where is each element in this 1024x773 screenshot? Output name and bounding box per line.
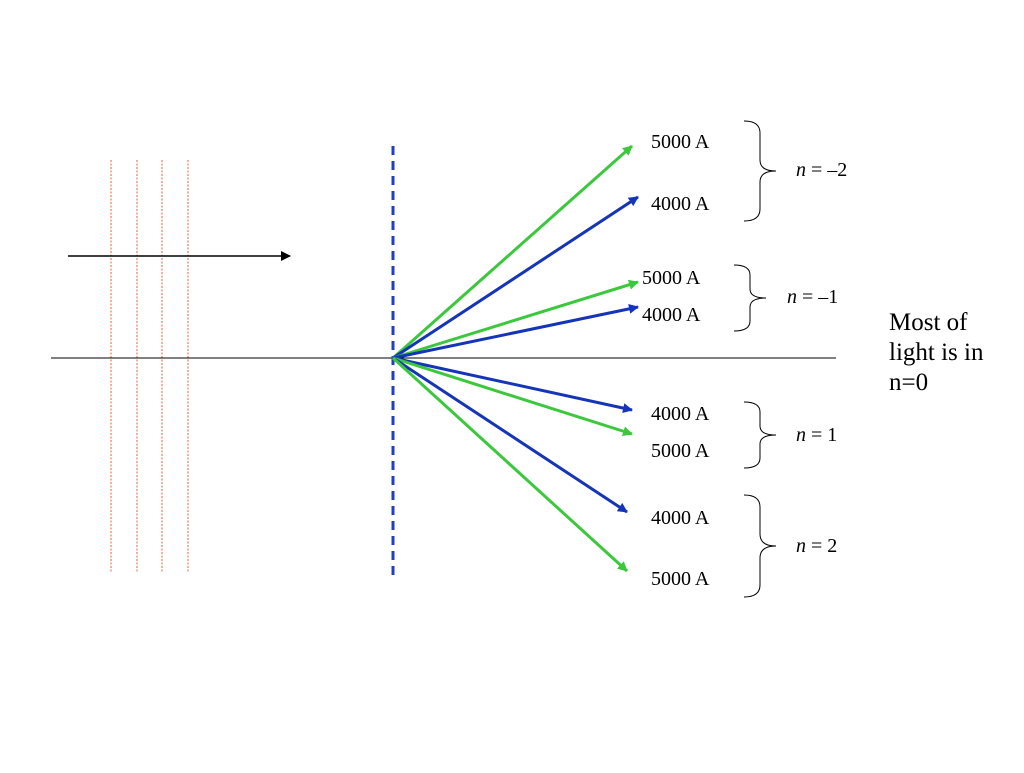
wavelength-label: 5000 A [651,131,710,153]
note-line: Most of [889,309,968,336]
zero-order-note: Most of light is in n=0 [889,308,1019,398]
ray-5000-n-2 [391,356,629,573]
order-labels: n = –2 n = –1 n = 1 n = 2 [787,159,847,557]
ray-5000-n-minus-2 [392,144,633,360]
wavelength-labels: 5000 A 4000 A 5000 A 4000 A 4000 A 5000 … [642,131,710,590]
order-braces [733,120,777,598]
order-label-n-minus-2: n = –2 [796,159,847,181]
note-line: n=0 [889,369,929,396]
order-label-n-minus-1: n = –1 [787,286,838,308]
ray-4000-n-1 [392,356,633,413]
wavelength-label: 5000 A [642,267,701,289]
incident-wavefronts [110,160,189,572]
brace-n-minus-2 [743,120,777,222]
order-label-n-1: n = 1 [796,424,837,446]
wavelength-label: 5000 A [651,440,710,462]
brace-n-minus-1 [733,264,767,332]
brace-n-1 [743,401,777,469]
wavelength-label: 4000 A [651,193,710,215]
brace-n-2 [743,494,777,598]
wavelength-label: 4000 A [651,403,710,425]
wavelength-label: 4000 A [642,304,701,326]
wavelength-label: 4000 A [651,507,710,529]
ray-5000-n-minus-1 [392,279,639,360]
ray-4000-n-minus-2 [392,195,639,360]
order-label-n-2: n = 2 [796,535,837,557]
ray-5000-n-1 [392,356,633,437]
diffracted-rays [391,144,639,573]
wavelength-label: 5000 A [651,568,710,590]
ray-4000-n-2 [392,356,628,514]
ray-4000-n-minus-1 [392,303,639,360]
note-line: light is in [889,339,984,366]
